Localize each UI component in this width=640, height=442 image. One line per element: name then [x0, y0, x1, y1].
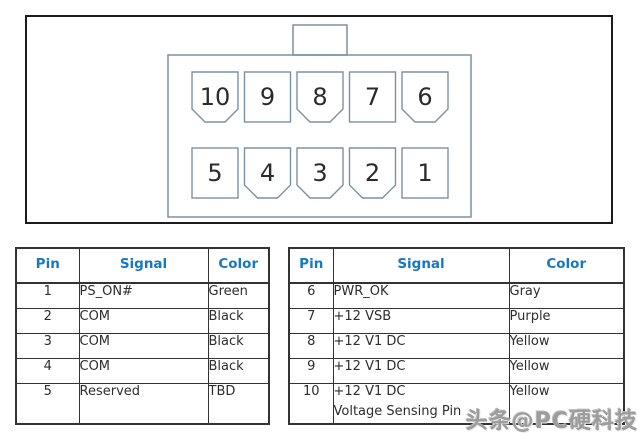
pin-number: 3 [312, 159, 327, 187]
header-signal: Signal [78, 247, 209, 284]
pin-cavity-1 [401, 147, 449, 199]
cell-color: Green [207, 282, 270, 309]
cell-color: Black [207, 332, 270, 359]
cell-signal: +12 VSB [332, 307, 510, 334]
pin-table-right: Pin Signal Color 6 PWR_OK Gray 7 +12 VSB… [288, 247, 625, 425]
pin-cavity-10 [191, 71, 239, 123]
cell-pin: 10 [288, 382, 334, 425]
cell-signal: PWR_OK [332, 282, 510, 309]
cell-color: Yellow [508, 332, 625, 359]
connector-diagram-frame: 10 9 8 7 6 5 4 3 2 1 [25, 15, 613, 224]
signal-line-2: Voltage Sensing Pin [333, 403, 462, 419]
table-header-row: Pin Signal Color [288, 247, 625, 284]
pin-cavity-2 [348, 147, 397, 199]
cell-color: Gray [508, 282, 625, 309]
pin-table-left: Pin Signal Color 1 PS_ON# Green 2 COM Bl… [15, 247, 270, 425]
cell-pin: 7 [288, 307, 334, 334]
cell-color: Yellow [508, 357, 625, 384]
table-row: 2 COM Black [15, 307, 270, 334]
cell-signal: +12 V1 DC [332, 332, 510, 359]
cell-pin: 9 [288, 357, 334, 384]
cell-color: Purple [508, 307, 625, 334]
table-row: 6 PWR_OK Gray [288, 282, 625, 309]
header-pin: Pin [288, 247, 334, 284]
pin-cavity-8 [296, 71, 344, 123]
connector-pinout-diagram: 10 9 8 7 6 5 4 3 2 1 [167, 24, 472, 218]
cell-color: Black [207, 357, 270, 384]
pin-cavity-5 [191, 147, 239, 199]
table-row: 4 COM Black [15, 357, 270, 384]
signal-line-1: +12 V1 DC [333, 383, 406, 399]
cell-signal: COM [78, 307, 209, 334]
cell-pin: 4 [15, 357, 80, 384]
table-row: 8 +12 V1 DC Yellow [288, 332, 625, 359]
pin-number: 8 [312, 83, 327, 111]
header-signal: Signal [332, 247, 510, 284]
table-row: 5 Reserved TBD [15, 382, 270, 425]
table-header-row: Pin Signal Color [15, 247, 270, 284]
pin-number: 1 [417, 159, 432, 187]
table-row: 10 +12 V1 DC Voltage Sensing Pin Yellow [288, 382, 625, 425]
pin-number: 5 [207, 159, 222, 187]
pin-number: 10 [200, 83, 231, 111]
pin-number: 9 [260, 83, 275, 111]
table-row: 7 +12 VSB Purple [288, 307, 625, 334]
pin-number: 2 [365, 159, 380, 187]
cell-color: Yellow [508, 382, 625, 425]
cell-signal: COM [78, 357, 209, 384]
cell-pin: 2 [15, 307, 80, 334]
table-row: 1 PS_ON# Green [15, 282, 270, 309]
cell-signal: COM [78, 332, 209, 359]
connector-latch-tab [292, 24, 348, 56]
cell-signal: +12 V1 DC Voltage Sensing Pin [332, 382, 510, 425]
header-color: Color [207, 247, 270, 284]
cell-pin: 6 [288, 282, 334, 309]
header-color: Color [508, 247, 625, 284]
connector-body [167, 54, 472, 218]
cell-signal: PS_ON# [78, 282, 209, 309]
cell-pin: 8 [288, 332, 334, 359]
table-row: 9 +12 V1 DC Yellow [288, 357, 625, 384]
pin-cavity-7 [348, 71, 397, 123]
watermark: 头条@PC硬科技 [465, 409, 638, 434]
cell-color: Black [207, 307, 270, 334]
pin-cavity-3 [296, 147, 344, 199]
pin-number: 7 [365, 83, 380, 111]
pin-number: 4 [260, 159, 275, 187]
table-row: 3 COM Black [15, 332, 270, 359]
cell-color: TBD [207, 382, 270, 425]
pin-cavity-6 [401, 71, 449, 123]
cell-signal: Reserved [78, 382, 209, 425]
cell-pin: 3 [15, 332, 80, 359]
pin-cavity-9 [243, 71, 292, 123]
pin-cavity-4 [243, 147, 292, 199]
header-pin: Pin [15, 247, 80, 284]
cell-pin: 5 [15, 382, 80, 425]
cell-pin: 1 [15, 282, 80, 309]
cell-signal: +12 V1 DC [332, 357, 510, 384]
pin-number: 6 [417, 83, 432, 111]
